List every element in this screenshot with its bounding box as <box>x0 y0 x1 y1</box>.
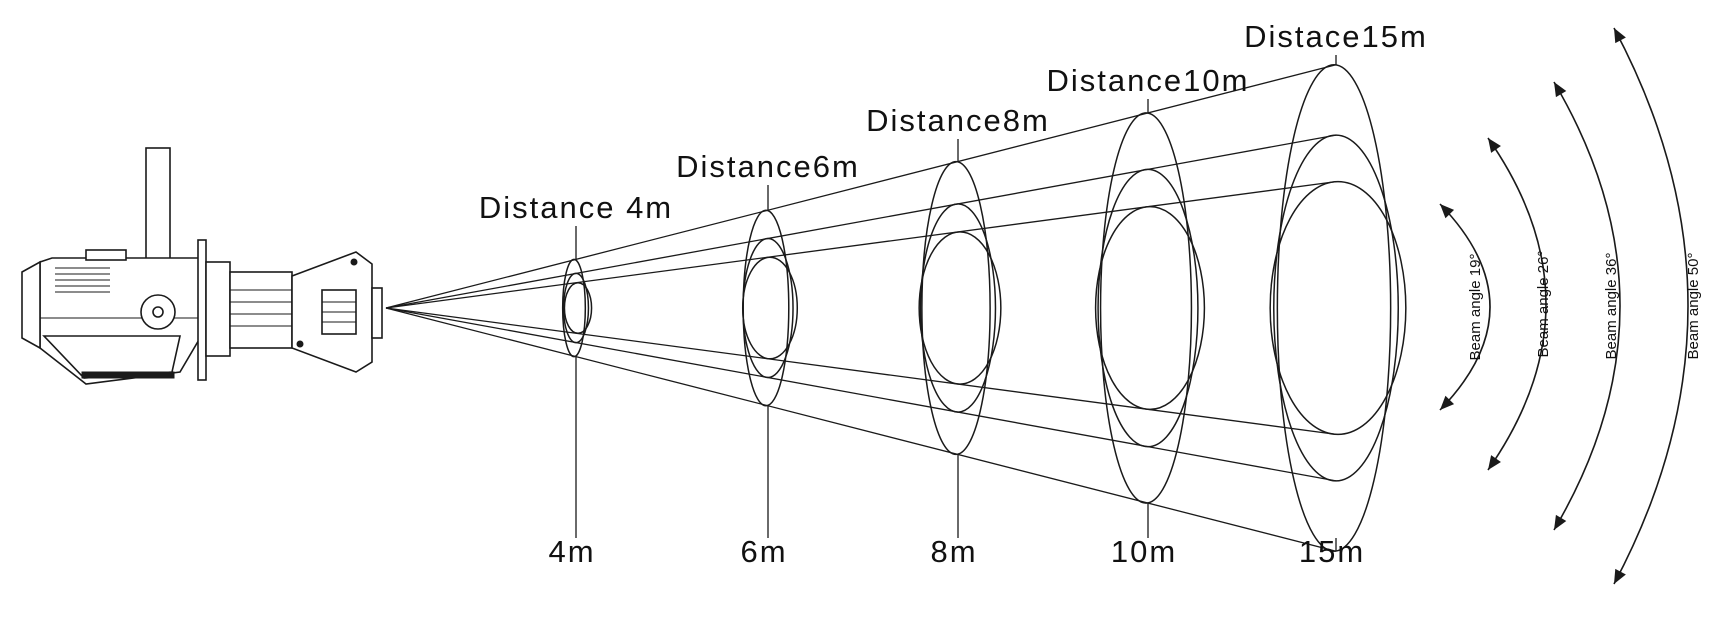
beam-ellipse <box>1094 205 1206 411</box>
beam-angle-arc: Beam angle 50° <box>1613 27 1702 585</box>
beam-angle-arcs: Beam angle 19° Beam angle 26° Beam angle 3… <box>1439 27 1702 585</box>
beam-ellipse <box>1097 168 1199 448</box>
beam-ray-top <box>385 64 1337 309</box>
distance-label-top: Distace15m <box>1244 19 1428 54</box>
beam-rays <box>385 64 1337 552</box>
beam-ray-bottom <box>385 307 1337 435</box>
arrowhead-icon <box>1440 395 1455 410</box>
beam-ellipse <box>1269 180 1407 436</box>
distance-label-bottom: 4m <box>548 534 595 569</box>
distance-label-top: Distance 4m <box>479 190 673 225</box>
beam-ray-top <box>385 134 1337 309</box>
distance-label-top: Distance10m <box>1047 63 1250 98</box>
beam-angle-arc: Beam angle 19° <box>1439 203 1491 411</box>
fixture-rear-cap <box>21 260 41 350</box>
distance-label-bottom: 15m <box>1299 534 1365 569</box>
distance-label-bottom: 6m <box>740 534 787 569</box>
beam-ellipse <box>561 258 587 358</box>
fixture-base-strip <box>81 371 175 379</box>
station-labels: Distance 4m 4m Distance6m 6m Distance8m 8m Dis… <box>479 19 1428 569</box>
fixture-handle <box>85 249 127 261</box>
beam-angle-arc-curve <box>1553 81 1621 531</box>
beam-angle-label: Beam angle 36° <box>1603 253 1620 360</box>
arrowhead-icon <box>1554 82 1567 98</box>
beam-angle-label: Beam angle 19° <box>1467 254 1484 361</box>
distance-label-bottom: 10m <box>1111 534 1177 569</box>
fixture-barrel <box>229 271 293 349</box>
distance-label-top: Distance6m <box>676 149 860 184</box>
arrowhead-icon <box>1488 138 1501 153</box>
beam-angle-label: Beam angle 26° <box>1535 251 1552 358</box>
fixture-gate <box>205 261 231 357</box>
arrowhead-icon <box>1440 204 1455 219</box>
station-guide-lines <box>575 55 1337 552</box>
beam-ray-bottom <box>385 307 1337 552</box>
beam-ellipse <box>921 160 991 456</box>
fixture-barrel-ribs <box>230 289 292 327</box>
ellipsoidal-spotlight-icon <box>21 147 383 385</box>
beam-ellipse <box>919 203 997 413</box>
beam-ray-bottom <box>385 307 1337 482</box>
beam-ellipse <box>562 272 590 344</box>
beam-ellipses <box>561 64 1407 552</box>
beam-ellipse <box>918 231 1002 385</box>
arrowhead-icon <box>1488 455 1501 470</box>
fixture-front-lens <box>371 287 383 339</box>
beam-ellipse <box>1099 112 1193 504</box>
distance-label-top: Distance8m <box>866 103 1050 138</box>
beam-ellipse <box>1276 64 1392 552</box>
beam-angle-arc: Beam angle 36° <box>1553 81 1621 531</box>
beam-ray-top <box>385 181 1337 309</box>
beam-angle-arc-curve <box>1613 27 1689 585</box>
beam-ellipse <box>742 209 790 407</box>
beam-angle-arc: Beam angle 26° <box>1487 137 1552 471</box>
arrowhead-icon <box>1614 28 1626 44</box>
fixture-yoke-plate <box>197 239 207 381</box>
beam-angle-label: Beam angle 50° <box>1685 253 1702 360</box>
beam-ellipse <box>563 281 593 335</box>
beam-angle-arc-curve <box>1487 137 1547 471</box>
distance-label-bottom: 8m <box>930 534 977 569</box>
arrowhead-icon <box>1614 568 1626 584</box>
beam-ellipse <box>1273 134 1399 482</box>
beam-angle-arc-curve <box>1439 203 1491 411</box>
arrowhead-icon <box>1554 514 1567 530</box>
